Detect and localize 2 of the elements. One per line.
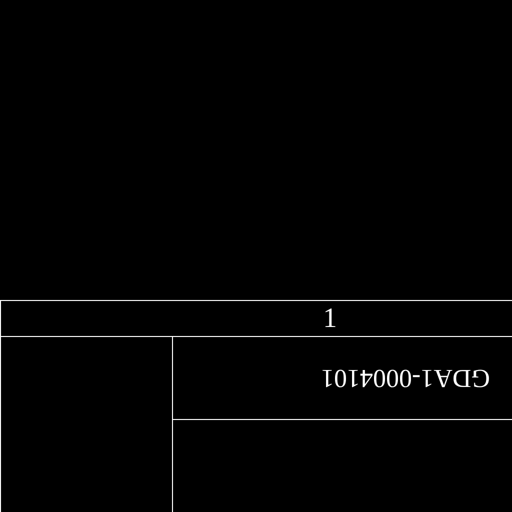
drawing-number-text: GDA1-0004101 [321, 365, 490, 391]
drawing-number-text: 1 [323, 304, 337, 332]
